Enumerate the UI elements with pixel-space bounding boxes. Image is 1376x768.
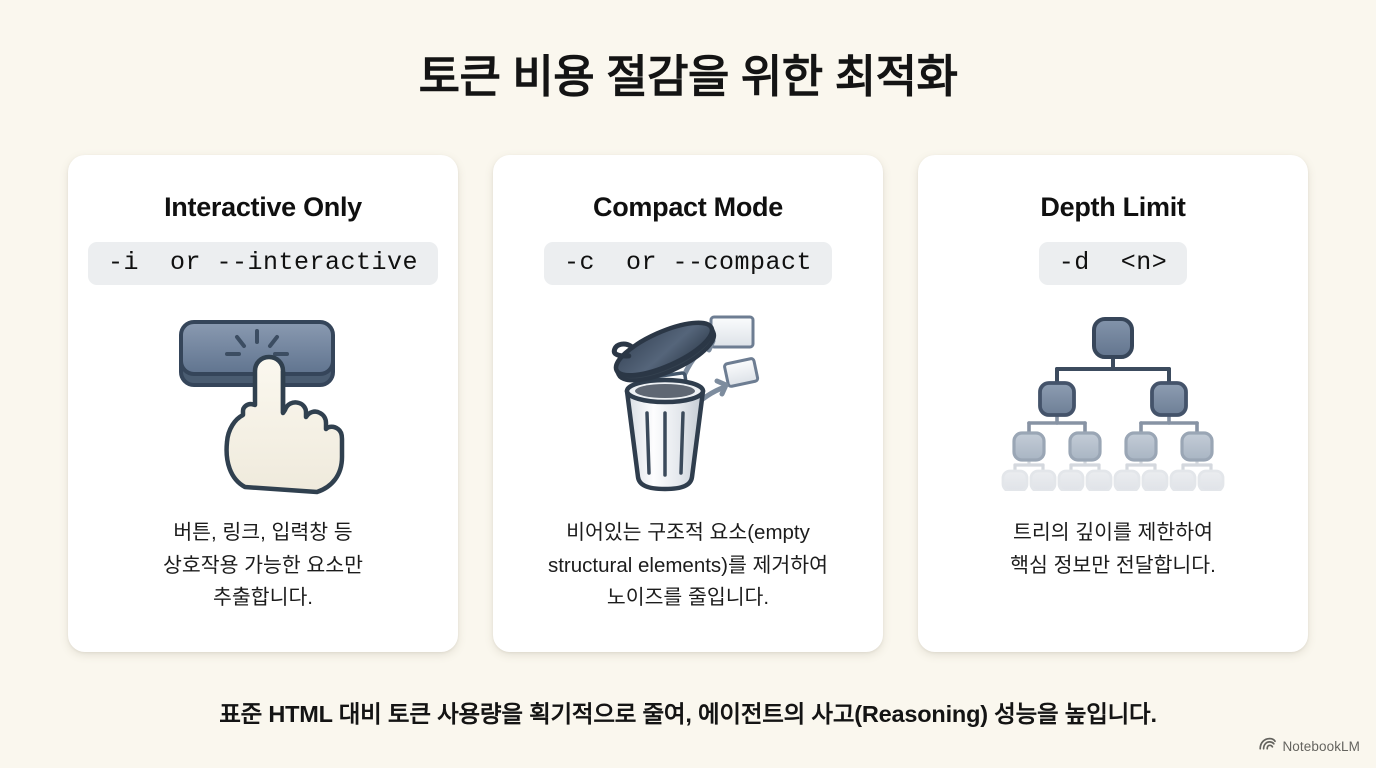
- feature-card-row: Interactive Only -i or --interactive: [68, 155, 1308, 652]
- card-illustration: [173, 309, 353, 499]
- footer-note: 표준 HTML 대비 토큰 사용량을 획기적으로 줄여, 에이전트의 사고(Re…: [219, 701, 1157, 727]
- card-description: 트리의 깊이를 제한하여 핵심 정보만 전달합니다.: [1010, 521, 1216, 577]
- page-title: 토큰 비용 절감을 위한 최적화: [418, 51, 958, 102]
- feature-card-compact-mode: Compact Mode -c or --compact: [493, 155, 883, 652]
- trash-can-icon: [589, 307, 787, 502]
- card-illustration: [999, 309, 1227, 499]
- feature-card-interactive-only: Interactive Only -i or --interactive: [68, 155, 458, 652]
- card-code-chip: -i or --interactive: [87, 241, 439, 286]
- notebooklm-watermark: NotebookLM: [1259, 737, 1360, 756]
- card-title: Interactive Only: [164, 192, 362, 222]
- card-description: 비어있는 구조적 요소(empty structural elements)를 …: [547, 521, 828, 610]
- notebooklm-logo-icon: [1259, 737, 1277, 756]
- card-code-chip: -c or --compact: [543, 241, 833, 286]
- tree-depth-icon: [999, 313, 1227, 496]
- click-button-icon: [173, 309, 353, 500]
- card-description: 버튼, 링크, 입력창 등 상호작용 가능한 요소만 추출합니다.: [163, 521, 363, 610]
- card-title: Compact Mode: [593, 192, 783, 222]
- card-code-chip: -d <n>: [1038, 241, 1188, 286]
- feature-card-depth-limit: Depth Limit -d <n>: [918, 155, 1308, 652]
- card-title: Depth Limit: [1040, 192, 1186, 222]
- notebooklm-label: NotebookLM: [1282, 739, 1360, 754]
- card-illustration: [589, 309, 787, 499]
